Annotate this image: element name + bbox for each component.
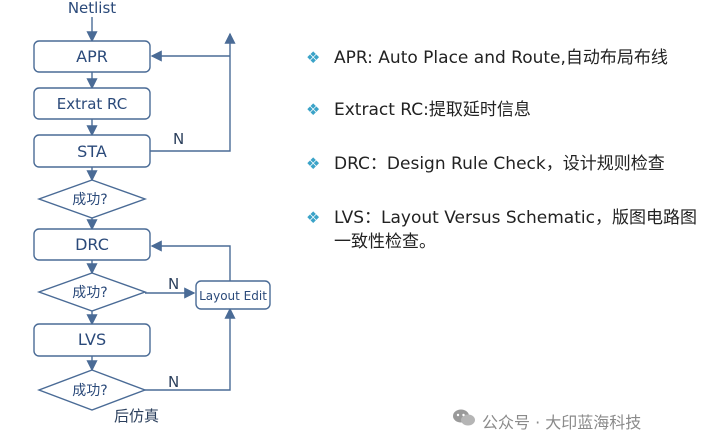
watermark-text: 公众号 · 大印蓝海科技 <box>482 413 642 432</box>
lvs-box <box>33 323 151 357</box>
layout-edit-box <box>195 280 271 310</box>
sta-box <box>33 134 151 168</box>
diamond-bullet-icon: ❖ <box>306 154 321 173</box>
extract-box <box>33 87 151 120</box>
diamond-bullet-icon: ❖ <box>306 48 321 67</box>
post-sim-label: 后仿真 <box>114 407 159 425</box>
drc-box <box>33 228 151 261</box>
decision2-diamond <box>36 272 148 312</box>
diamond-bullet-icon: ❖ <box>306 208 321 227</box>
netlist-label: Netlist <box>68 0 116 17</box>
apr-box <box>33 40 151 73</box>
lvs-label: LVS <box>78 330 106 349</box>
decision1-label: 成功? <box>72 192 107 208</box>
note-text: LVS：Layout Versus Schematic，版图电路图一致性检查。 <box>334 208 697 252</box>
drc-label: DRC <box>75 235 109 254</box>
diamond-bullet-icon: ❖ <box>306 100 321 119</box>
no-label-drc: N <box>168 275 179 293</box>
extract-label: Extrat RC <box>57 95 127 113</box>
flowchart: Netlist APR Extrat RC STA 成功? DRC 成功? LV… <box>33 0 271 425</box>
decision3-label: 成功? <box>72 383 107 399</box>
no-label-sta: N <box>173 130 184 148</box>
wechat-icon <box>453 409 475 426</box>
note-text: DRC：Design Rule Check，设计规则检查 <box>334 154 665 174</box>
no-label-lvs: N <box>168 373 179 391</box>
watermark: 公众号 · 大印蓝海科技 <box>452 404 712 434</box>
sta-label: STA <box>77 142 107 161</box>
apr-label: APR <box>76 47 108 66</box>
note-text: APR: Auto Place and Route,自动布局布线 <box>334 48 668 68</box>
decision3-diamond <box>37 369 147 411</box>
note-text: Extract RC:提取延时信息 <box>334 100 531 120</box>
decision2-label: 成功? <box>72 285 107 301</box>
layout-edit-label: Layout Edit <box>199 289 267 303</box>
decision1-diamond <box>36 179 148 219</box>
